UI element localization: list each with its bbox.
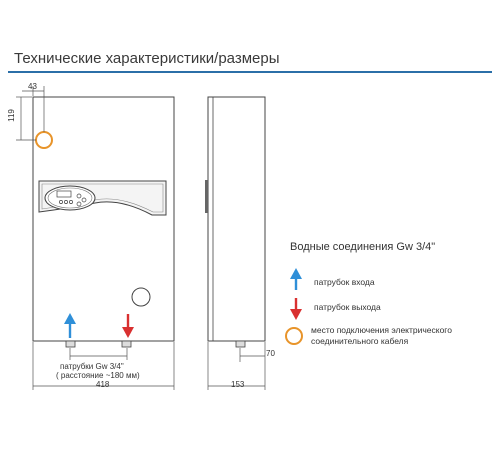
round-cover (131, 287, 151, 307)
cable-connection-icon (35, 131, 53, 149)
inlet-pipe (65, 340, 76, 348)
legend-item-outlet: патрубок выхода (314, 302, 381, 312)
side-view (205, 96, 266, 348)
dim-top-offset: 43 (28, 82, 37, 91)
page-title: Технические характеристики/размеры (14, 50, 280, 67)
control-panel (38, 180, 167, 216)
dim-width: 418 (96, 380, 110, 389)
legend-item-inlet: патрубок входа (314, 277, 375, 287)
outlet-pipe (121, 340, 132, 348)
legend-heading: Водные соединения Gw 3/4" (290, 241, 436, 253)
legend-blue-up-arrow-icon (290, 268, 302, 290)
outlet-arrow-icon (122, 314, 134, 338)
dim-depth: 153 (231, 380, 245, 389)
title-underline (8, 71, 492, 73)
inlet-arrow-icon (64, 313, 76, 338)
dim-left-offset: 119 (6, 109, 16, 122)
legend-item-cable: место подключения электрического соедини… (311, 325, 452, 346)
front-dimensions (16, 86, 175, 390)
legend-orange-circle-icon (285, 327, 303, 345)
side-dimensions (207, 342, 266, 390)
pipe-note-line2: ( расстояние ~180 мм) (56, 371, 140, 380)
legend-red-down-arrow-icon (290, 298, 302, 320)
front-view (32, 96, 175, 348)
pipe-note-line1: патрубки Gw 3/4" (60, 362, 124, 371)
dim-pipe-offset: 70 (266, 349, 275, 358)
